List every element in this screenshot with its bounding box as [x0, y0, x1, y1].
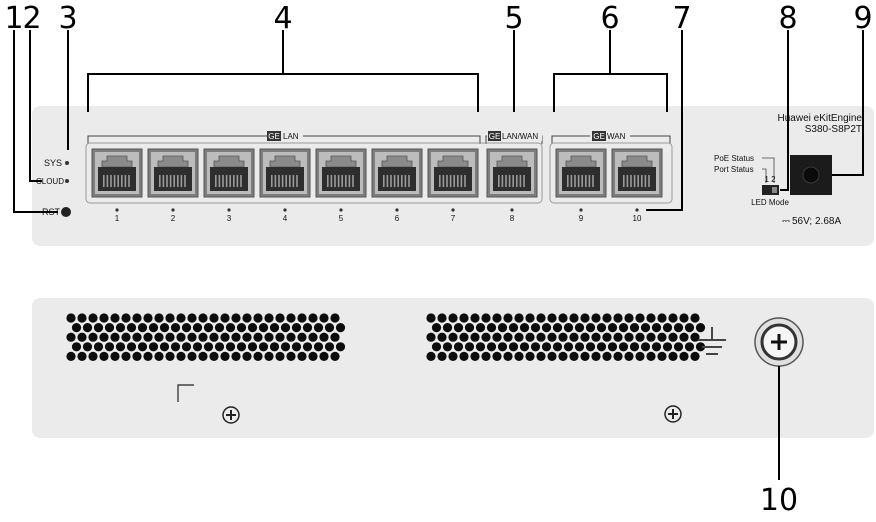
ground-icon [698, 327, 726, 355]
lan-ge-text: GE [268, 132, 280, 141]
port-status-label: Port Status [714, 165, 754, 174]
callout-3: 3 [58, 1, 77, 36]
port-led [171, 208, 175, 212]
cloud-label: CLOUD [36, 177, 64, 186]
callout-lines [13, 30, 864, 480]
callout-8: 8 [778, 1, 797, 36]
brand-label: Huawei eKitEngine [778, 113, 863, 124]
callout-4: 4 [273, 1, 292, 36]
rj45-port [611, 148, 663, 198]
port-number: 3 [227, 214, 232, 223]
wan-port-block [549, 142, 673, 204]
port-number: 9 [579, 214, 584, 223]
wan-group-label: WAN [607, 132, 626, 141]
grounding-screw-icon [754, 317, 804, 367]
port-number: 4 [283, 214, 288, 223]
port-led [635, 208, 639, 212]
led-mode-label: LED Mode [751, 198, 789, 207]
sys-led [65, 161, 69, 165]
port-status-leader [762, 168, 767, 183]
rj45-port [371, 148, 423, 198]
callout-7: 7 [672, 1, 691, 36]
port-led [283, 208, 287, 212]
wan-label-bg [590, 131, 630, 141]
screw-icon [664, 405, 682, 423]
vent-right [426, 313, 706, 361]
lanwan-ge-text: GE [489, 132, 501, 141]
callout-5: 5 [504, 1, 523, 36]
dc-symbol: ⎓ [782, 216, 790, 227]
power-rating-label: 56V; 2.68A [792, 216, 841, 227]
wan-ge-text: GE [593, 132, 605, 141]
rj45-port [91, 148, 143, 198]
rst-button [61, 207, 71, 217]
port-number: 1 [115, 214, 120, 223]
port-led [510, 208, 514, 212]
lanwan-label-bg [487, 131, 542, 141]
lanwan-group-label: LAN/WAN [502, 132, 538, 141]
rear-corner-mark [177, 384, 194, 402]
lanwan-ge-tag [488, 131, 501, 141]
port-led [115, 208, 119, 212]
wan-ge-tag [592, 131, 606, 141]
lan-port-block [85, 142, 543, 204]
port-number: 2 [171, 214, 176, 223]
port-number: 8 [510, 214, 515, 223]
port-led [395, 208, 399, 212]
lan-label-bg [281, 131, 303, 141]
led-mode-switch [762, 185, 779, 195]
callout-10: 10 [760, 483, 798, 518]
dc-power-jack-pin [802, 166, 820, 184]
callout-6: 6 [600, 1, 619, 36]
screw-icon [222, 406, 240, 424]
poe-status-label: PoE Status [714, 154, 754, 163]
rj45-port [555, 148, 607, 198]
rj45-port [147, 148, 199, 198]
rj45-port [315, 148, 367, 198]
callout-9: 9 [853, 1, 872, 36]
rj45-port [486, 148, 538, 198]
port-led [339, 208, 343, 212]
cloud-led [65, 179, 69, 183]
callout-2: 2 [22, 1, 41, 36]
rj45-port [427, 148, 479, 198]
port-led [451, 208, 455, 212]
rj45-port [259, 148, 311, 198]
port-number: 7 [451, 214, 456, 223]
port-numbers: 1 2 3 4 5 6 7 8 9 10 [115, 208, 642, 223]
ports [91, 148, 663, 198]
port-led [579, 208, 583, 212]
lan-ge-tag [267, 131, 281, 141]
port-number: 5 [339, 214, 344, 223]
model-label: S380-S8P2T [805, 124, 862, 135]
vent-left [66, 313, 346, 361]
port-led [227, 208, 231, 212]
rj45-port [203, 148, 255, 198]
callout-1: 1 [4, 1, 23, 36]
port-number: 10 [633, 214, 642, 223]
lan-group-label: LAN [283, 132, 299, 141]
sys-label: SYS [44, 158, 62, 168]
led-mode-switch-knob [772, 187, 777, 193]
poe-status-leader [762, 157, 775, 183]
port-number: 6 [395, 214, 400, 223]
led-mode-numbers: 1 2 [764, 175, 776, 184]
